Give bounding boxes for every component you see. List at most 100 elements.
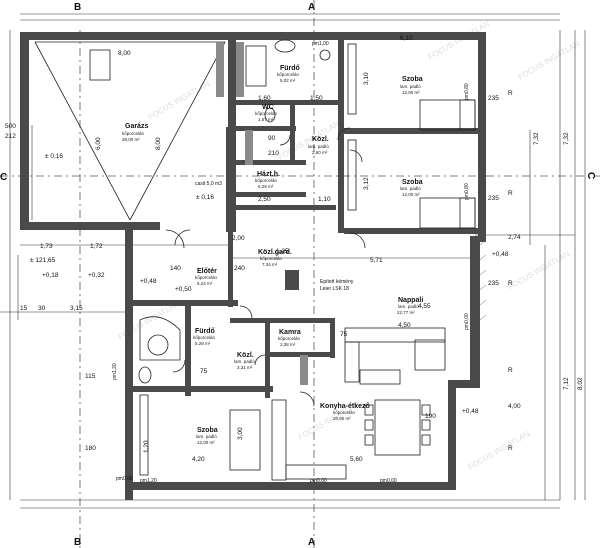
svg-text:38,00 m²: 38,00 m² [122, 137, 140, 142]
door-swings [165, 127, 366, 407]
svg-text:FOCUS INGATLAN: FOCUS INGATLAN [277, 119, 342, 162]
svg-text:7,34 m²: 7,34 m² [262, 262, 278, 267]
svg-text:Előtér: Előtér [197, 268, 217, 275]
svg-text:+0,48: +0,48 [462, 408, 479, 415]
svg-text:5,60: 5,60 [350, 456, 363, 463]
svg-text:6,00: 6,00 [95, 137, 102, 150]
svg-text:± 0,16: ± 0,16 [196, 194, 214, 201]
room-hazt: Házt.h. kőporcelán 5,29 m² [255, 171, 280, 189]
dimension-lines [0, 13, 586, 509]
svg-text:± 0,16: ± 0,16 [45, 153, 63, 160]
svg-text:1,20: 1,20 [143, 440, 150, 453]
svg-text:+0,48: +0,48 [140, 278, 157, 285]
svg-text:lam. padló: lam. padló [400, 84, 421, 89]
svg-text:3,31 m²: 3,31 m² [237, 365, 253, 370]
svg-text:C: C [585, 172, 596, 179]
svg-text:Szoba: Szoba [402, 179, 423, 186]
svg-text:235: 235 [488, 280, 499, 287]
svg-text:20,90 m²: 20,90 m² [333, 416, 351, 421]
svg-text:1,67 m²: 1,67 m² [258, 117, 274, 122]
svg-text:kőporcelán: kőporcelán [260, 256, 283, 261]
svg-text:240: 240 [234, 265, 245, 272]
svg-text:kőporcelán: kőporcelán [255, 178, 278, 183]
svg-text:Konyha-étkező: Konyha-étkező [320, 403, 370, 410]
svg-text:75: 75 [340, 331, 348, 338]
parapet-markers: pm1,00 pm0,80 pm0,80 pm0,00 pm1,20 pm0,0… [112, 41, 513, 484]
room-kozl-top: Közl. lam. padló 2,60 m² [308, 136, 329, 155]
svg-text:Fürdő: Fürdő [280, 65, 300, 72]
svg-text:1,60: 1,60 [258, 95, 271, 102]
dimension-texts: 500 212 8,00 6,00 8,00 6,10 3,10 3,12 1,… [5, 35, 584, 463]
svg-text:75: 75 [200, 368, 208, 375]
svg-text:Szoba: Szoba [197, 427, 218, 434]
room-furdo-mid: Fürdő kőporcelán 5,28 m² [193, 328, 216, 346]
svg-text:pm1,20: pm1,20 [112, 363, 118, 380]
svg-text:+0,50: +0,50 [175, 286, 192, 293]
svg-text:1,10: 1,10 [318, 196, 331, 203]
svg-text:A: A [308, 537, 315, 548]
svg-text:kőporcelán: kőporcelán [333, 410, 356, 415]
svg-text:R: R [508, 90, 513, 97]
svg-text:Közl.: Közl. [312, 136, 329, 143]
svg-text:kőporcelán: kőporcelán [277, 72, 300, 77]
svg-text:3,15: 3,15 [70, 305, 83, 312]
svg-text:15: 15 [20, 305, 28, 312]
svg-text:3,10: 3,10 [363, 72, 370, 85]
walls [20, 32, 486, 500]
svg-text:lam. padló: lam. padló [234, 359, 255, 364]
svg-text:2,50: 2,50 [258, 196, 271, 203]
svg-text:FOCUS INGATLAN: FOCUS INGATLAN [507, 249, 572, 292]
svg-text:pm0,00: pm0,00 [464, 313, 470, 330]
room-kozlgard: Közl.gard. kőporcelán 7,34 m² [258, 249, 292, 267]
svg-text:kőporcelán: kőporcelán [278, 336, 301, 341]
svg-text:Epített kémény: Epített kémény [320, 279, 354, 285]
svg-text:kőporcelán: kőporcelán [193, 335, 216, 340]
svg-text:8,00: 8,00 [155, 137, 162, 150]
svg-text:± 121,65: ± 121,65 [30, 257, 56, 264]
svg-text:R: R [508, 367, 513, 374]
svg-text:7,32: 7,32 [563, 132, 570, 145]
svg-text:8,02: 8,02 [577, 377, 584, 390]
svg-text:pm0,00: pm0,00 [380, 478, 397, 484]
room-szoba-1: Szoba lam. padló 12,00 m² [400, 76, 423, 95]
svg-text:pm1,20: pm1,20 [140, 478, 157, 484]
svg-text:Garázs: Garázs [125, 123, 148, 130]
svg-text:2,00: 2,00 [232, 235, 245, 242]
svg-text:7,32: 7,32 [533, 132, 540, 145]
room-konyha: Konyha-étkező kőporcelán 20,90 m² [320, 403, 370, 421]
svg-text:4,20: 4,20 [192, 456, 205, 463]
svg-text:12,00 m²: 12,00 m² [402, 90, 420, 95]
room-garazs: Garázs kőporcelán 38,00 m² [122, 123, 148, 142]
svg-text:Leier LSK 18: Leier LSK 18 [320, 286, 349, 292]
svg-text:Közl.: Közl. [237, 352, 254, 359]
svg-text:140: 140 [170, 265, 181, 272]
svg-text:190: 190 [425, 413, 436, 420]
svg-text:WC: WC [262, 104, 274, 111]
svg-text:B: B [74, 537, 81, 548]
svg-text:2,38 m²: 2,38 m² [280, 342, 296, 347]
svg-text:2,60 m²: 2,60 m² [312, 150, 328, 155]
chimney-label: Epített kémény Leier LSK 18 [320, 279, 354, 292]
svg-text:8,00: 8,00 [118, 50, 131, 57]
svg-text:FOCUS INGATLAN: FOCUS INGATLAN [467, 429, 532, 472]
svg-text:4,50: 4,50 [398, 322, 411, 329]
svg-text:212: 212 [5, 133, 16, 140]
svg-text:Szoba: Szoba [402, 76, 423, 83]
svg-text:5,24 m²: 5,24 m² [197, 281, 213, 286]
room-szoba-2: Szoba lam. padló 12,00 m² [400, 179, 423, 197]
svg-text:+0,18: +0,18 [42, 272, 59, 279]
svg-text:R: R [508, 280, 513, 287]
svg-text:7,12: 7,12 [563, 377, 570, 390]
svg-text:kőporcelán: kőporcelán [255, 111, 278, 116]
svg-text:pm0,00: pm0,00 [116, 476, 133, 482]
svg-text:22,77 m²: 22,77 m² [397, 310, 415, 315]
svg-text:3,12: 3,12 [363, 177, 370, 190]
svg-text:2,74: 2,74 [508, 234, 521, 241]
svg-text:1,73: 1,73 [40, 243, 53, 250]
svg-text:lam. padló: lam. padló [398, 304, 419, 309]
svg-text:+0,32: +0,32 [88, 272, 105, 279]
room-wc: WC kőporcelán 1,67 m² [255, 104, 278, 122]
svg-text:B: B [74, 2, 81, 13]
svg-text:A: A [308, 2, 315, 13]
